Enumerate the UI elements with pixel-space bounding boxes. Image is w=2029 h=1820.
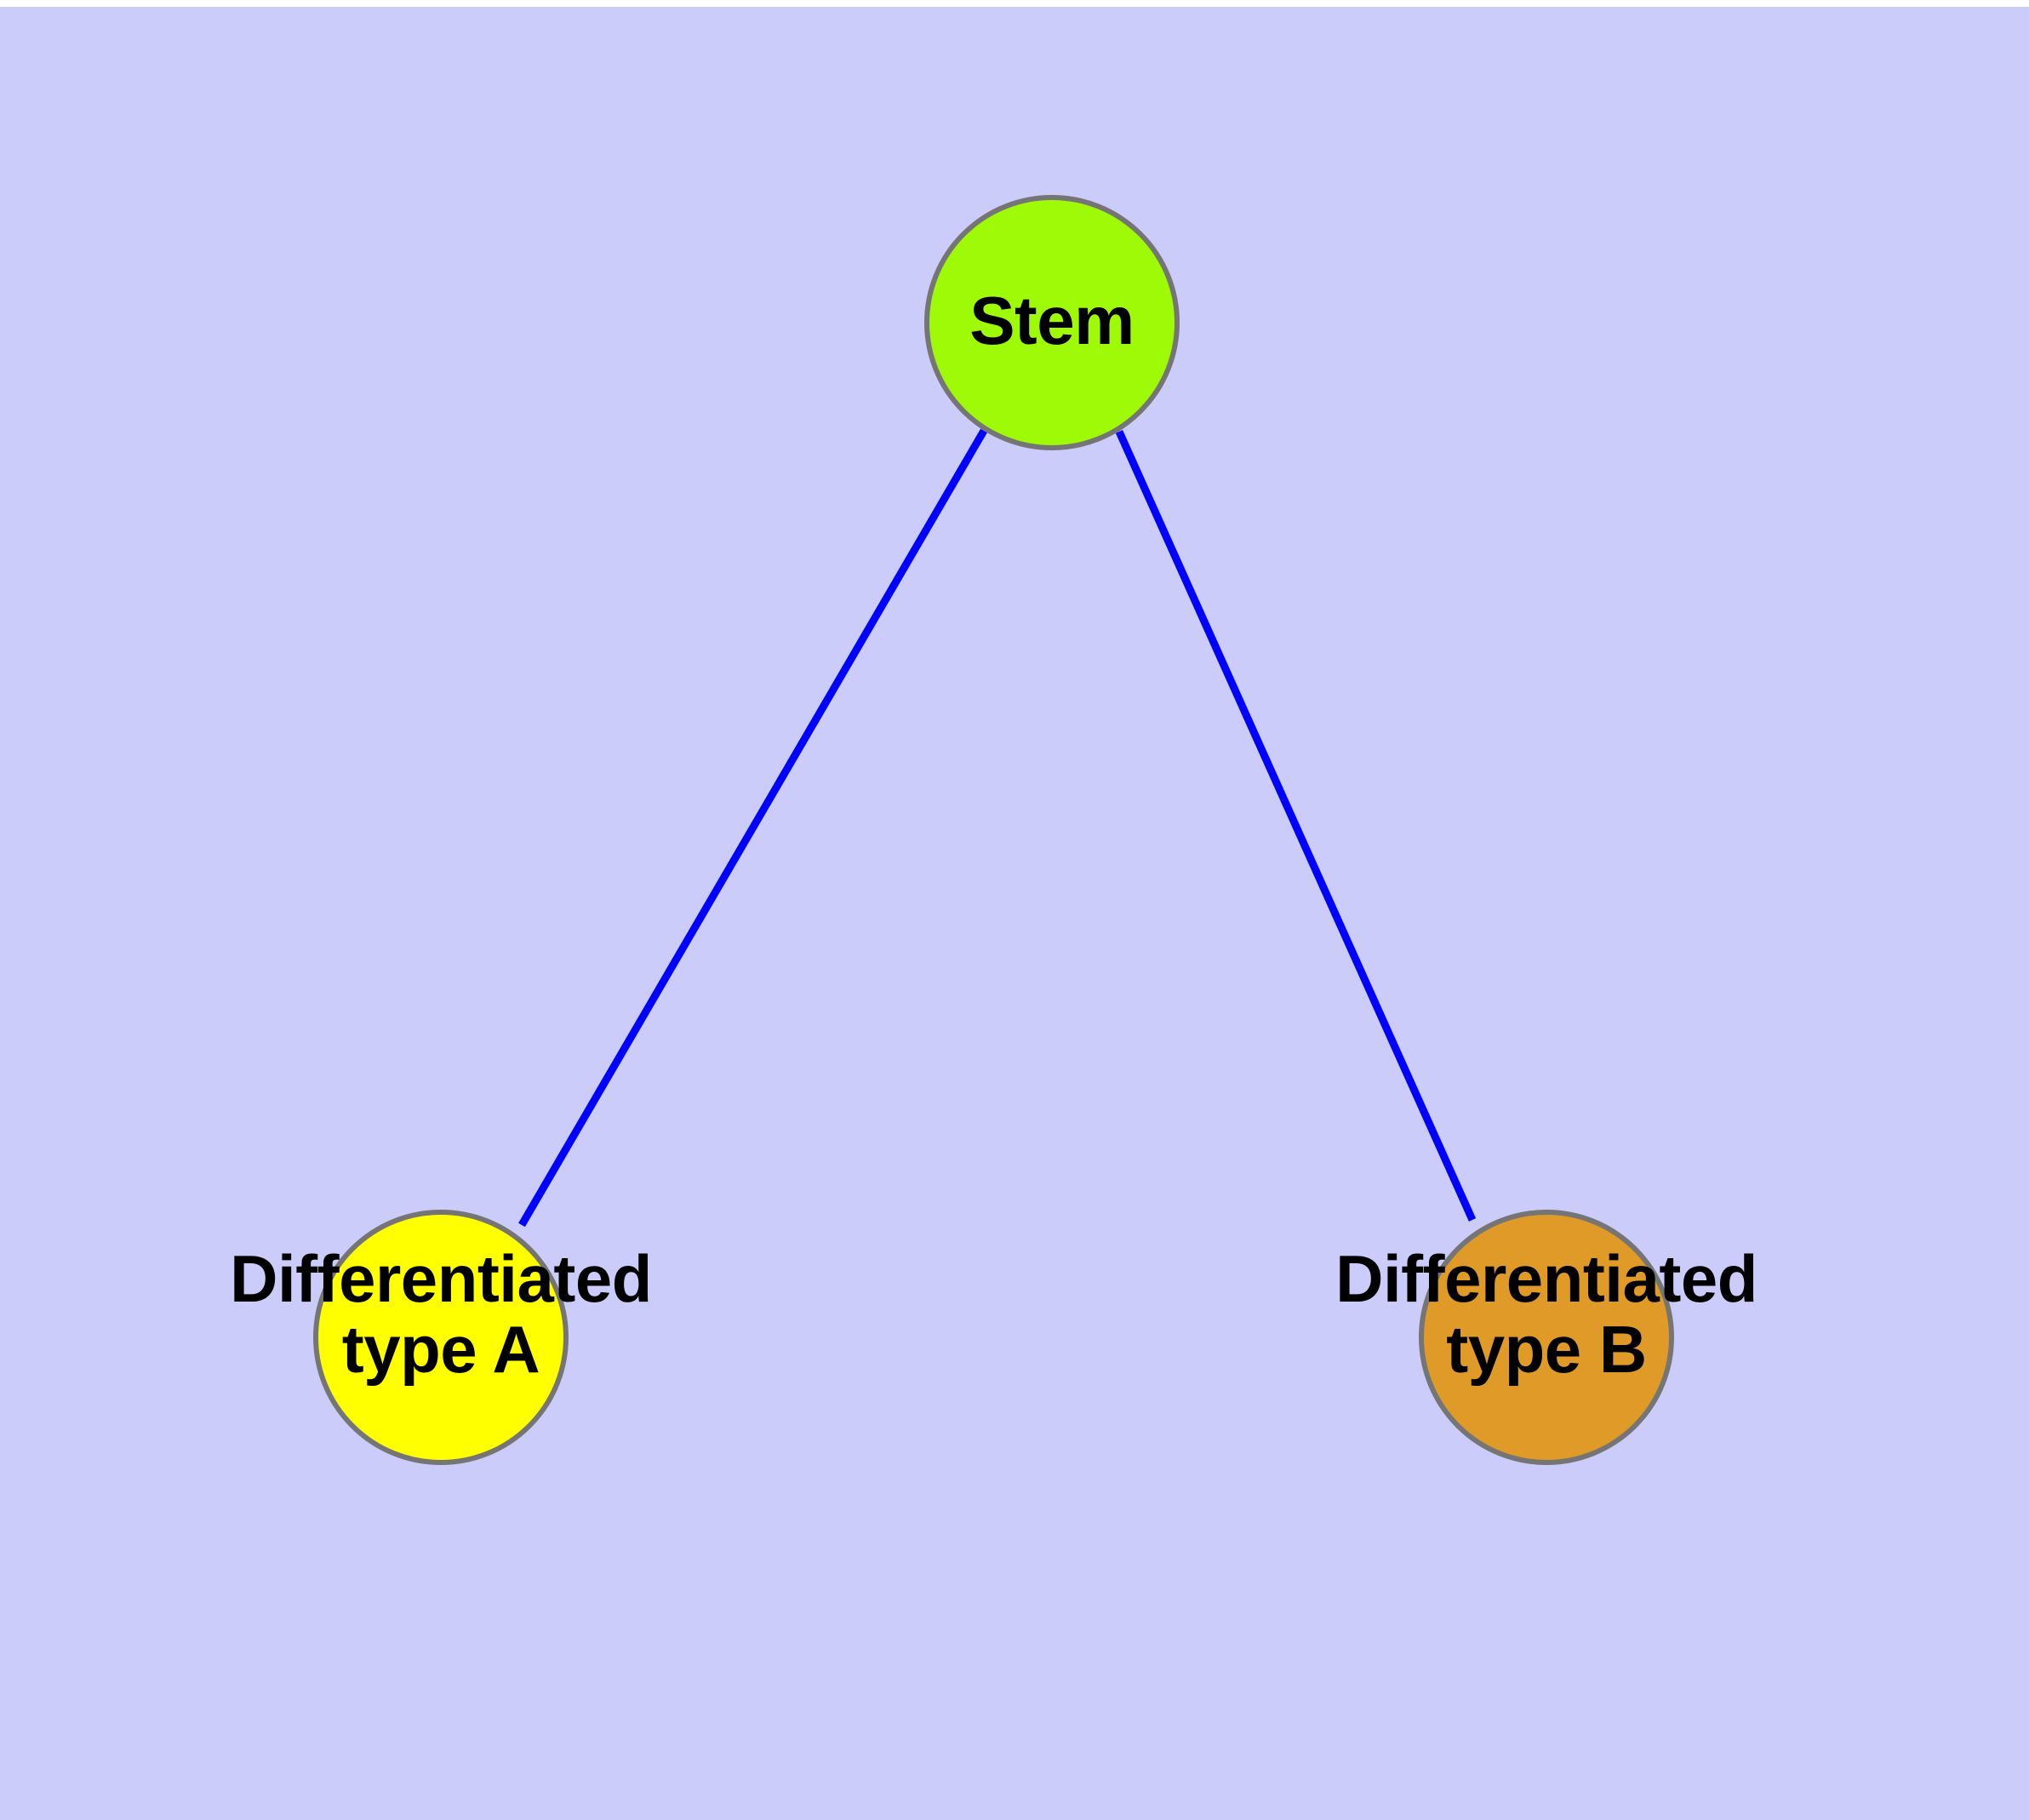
edge-stem-to-differentiated-type-a [518, 428, 987, 1228]
node-differentiated-type-a[interactable] [313, 1210, 569, 1465]
node-stem[interactable] [924, 195, 1180, 450]
node-differentiated-type-b[interactable] [1419, 1210, 1674, 1465]
edge-stem-to-differentiated-type-b [1115, 430, 1477, 1222]
